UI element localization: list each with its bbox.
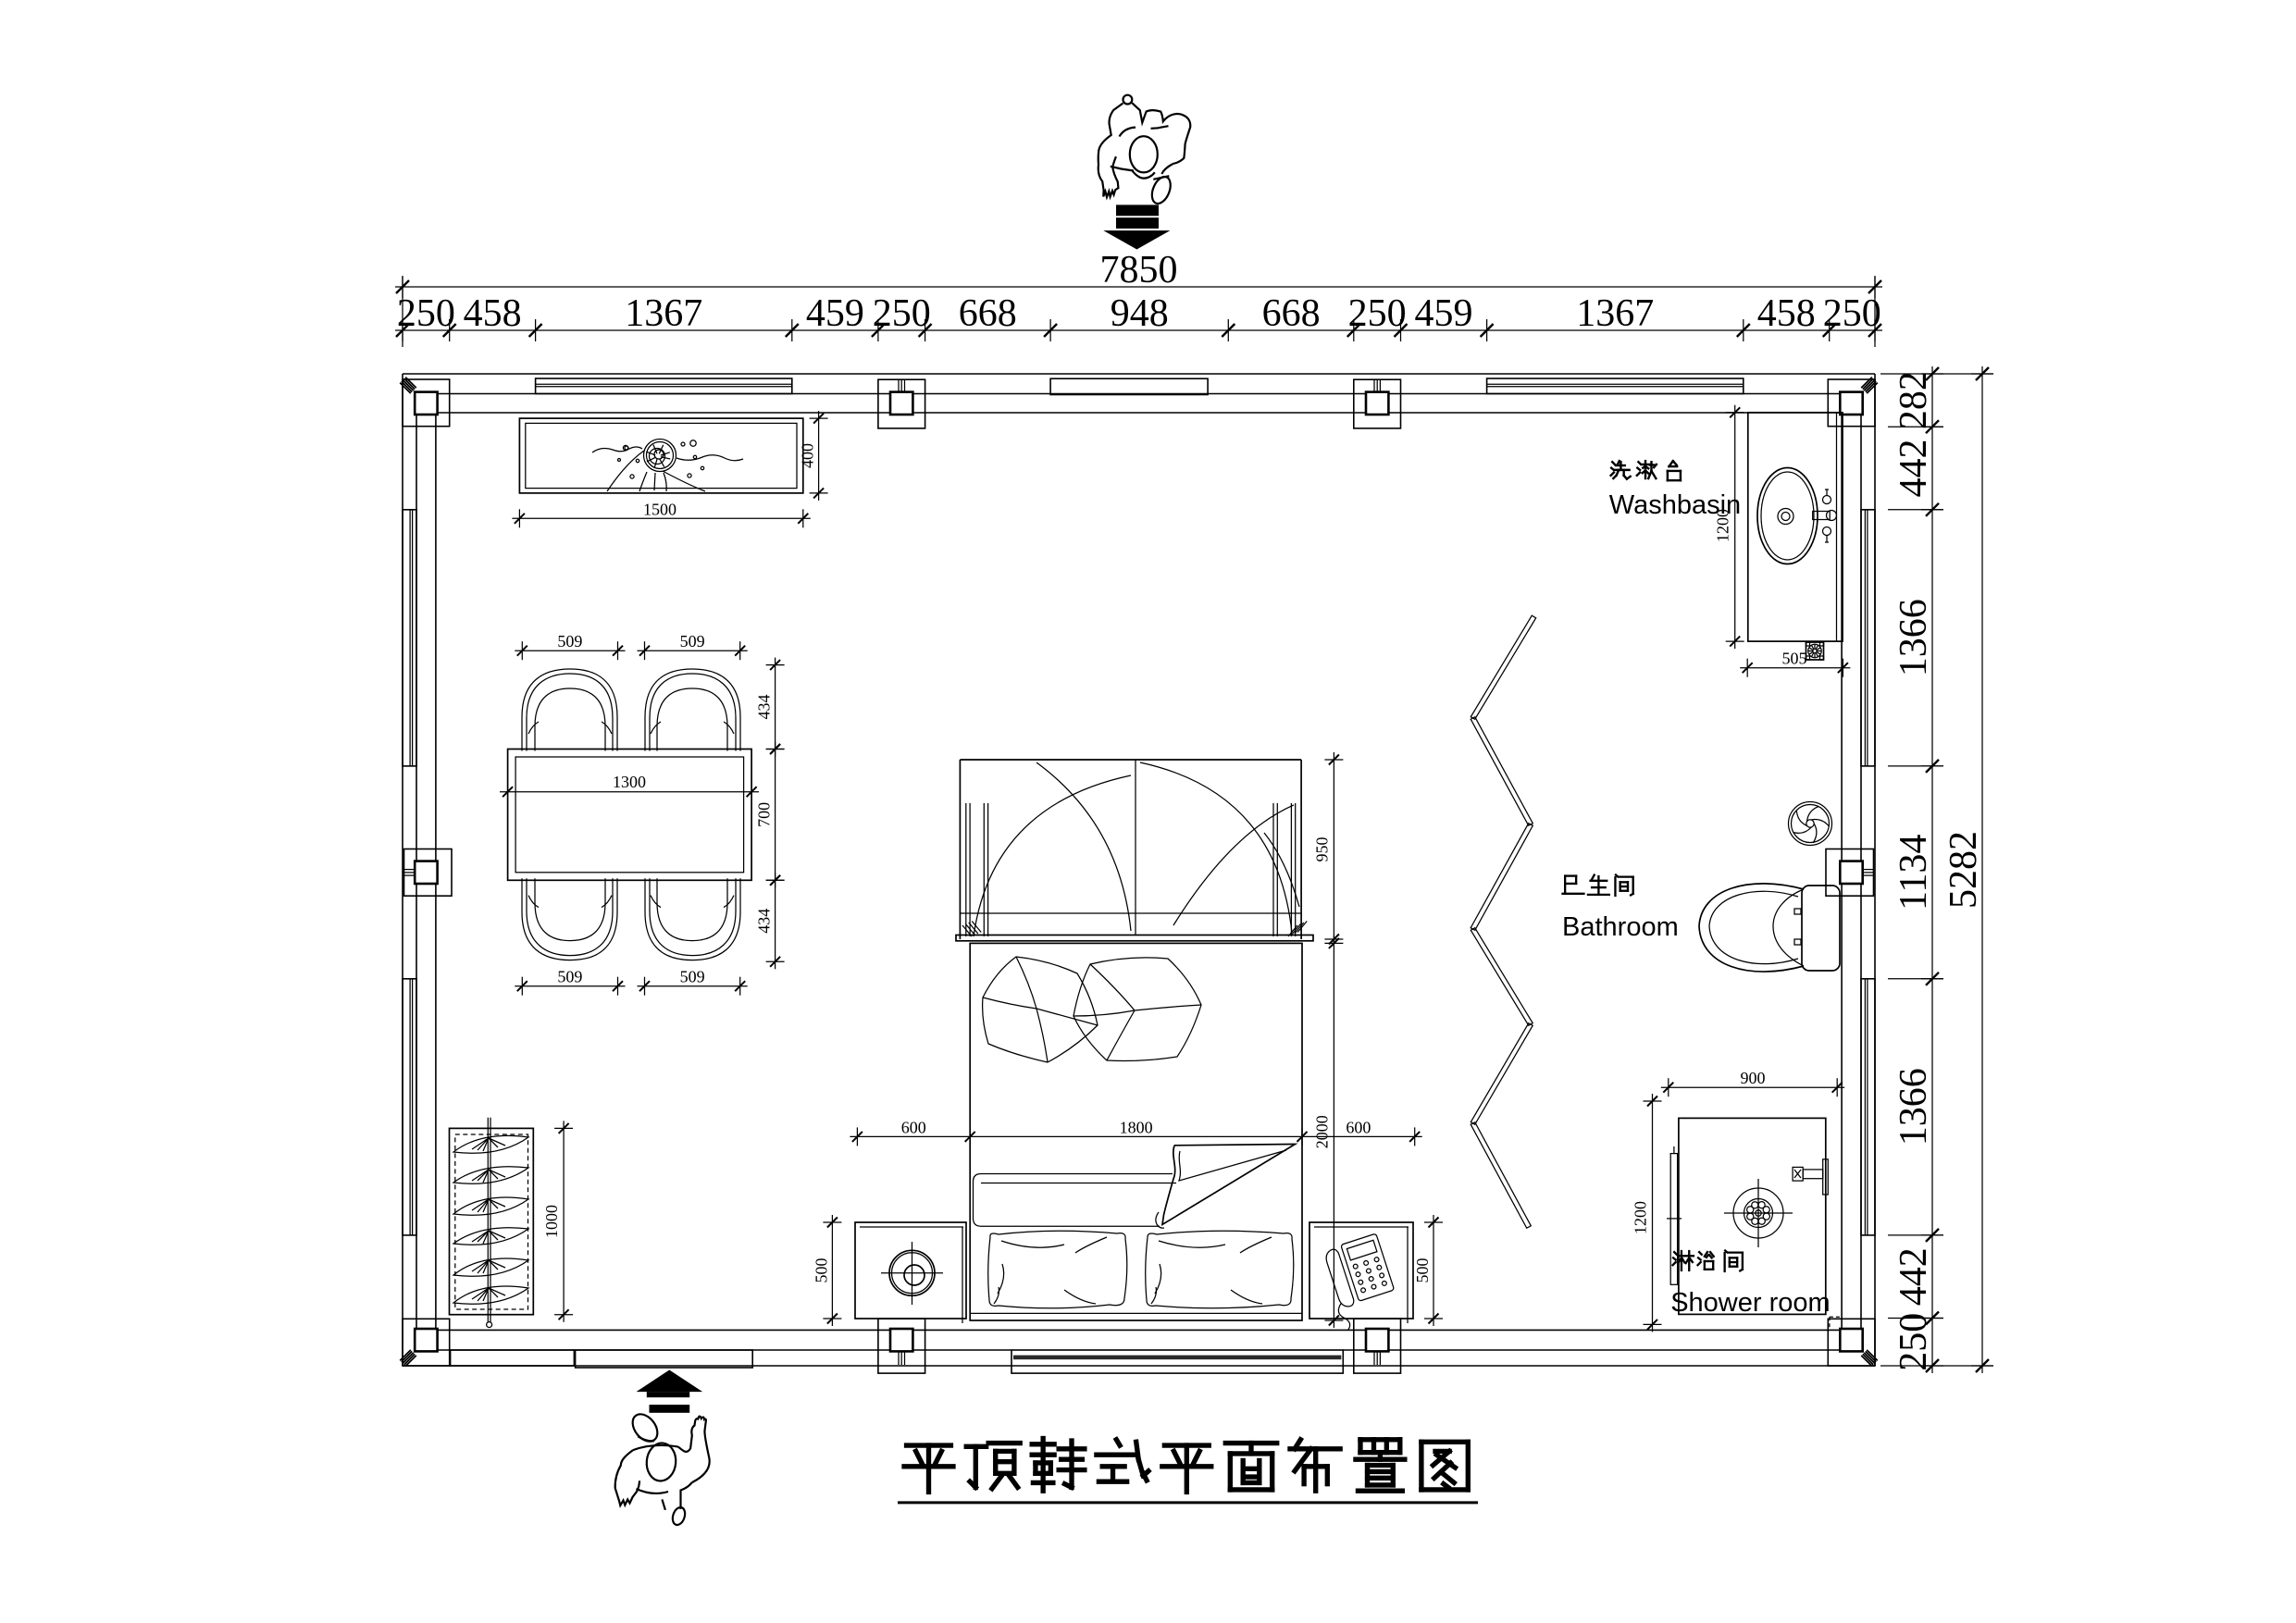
svg-text:250: 250 bbox=[1348, 292, 1407, 335]
svg-text:250: 250 bbox=[873, 292, 931, 335]
svg-text:442: 442 bbox=[1893, 440, 1935, 498]
svg-text:1300: 1300 bbox=[613, 773, 646, 791]
svg-text:400: 400 bbox=[799, 443, 817, 468]
svg-text:459: 459 bbox=[806, 292, 864, 335]
svg-text:250: 250 bbox=[1893, 1313, 1935, 1371]
svg-text:700: 700 bbox=[755, 802, 774, 827]
svg-text:1366: 1366 bbox=[1893, 1068, 1935, 1146]
svg-text:1500: 1500 bbox=[643, 500, 676, 518]
svg-text:509: 509 bbox=[680, 968, 705, 986]
svg-text:668: 668 bbox=[1262, 292, 1321, 335]
svg-text:Shower room: Shower room bbox=[1670, 1288, 1830, 1318]
svg-text:459: 459 bbox=[1415, 292, 1473, 335]
svg-text:1367: 1367 bbox=[625, 292, 702, 335]
svg-text:282: 282 bbox=[1893, 371, 1935, 429]
svg-text:250: 250 bbox=[397, 292, 455, 335]
svg-text:Bathroom: Bathroom bbox=[1562, 912, 1679, 942]
svg-text:500: 500 bbox=[1413, 1258, 1432, 1283]
svg-text:1200: 1200 bbox=[1632, 1201, 1650, 1234]
svg-text:434: 434 bbox=[755, 909, 774, 934]
svg-text:1800: 1800 bbox=[1120, 1118, 1153, 1136]
svg-text:2000: 2000 bbox=[1312, 1115, 1331, 1148]
svg-text:1367: 1367 bbox=[1576, 292, 1654, 335]
svg-text:600: 600 bbox=[901, 1118, 926, 1136]
svg-text:458: 458 bbox=[464, 292, 522, 335]
svg-text:509: 509 bbox=[557, 632, 582, 650]
svg-text:442: 442 bbox=[1893, 1247, 1935, 1306]
svg-text:668: 668 bbox=[959, 292, 1017, 335]
svg-text:7850: 7850 bbox=[1100, 249, 1178, 291]
svg-text:1134: 1134 bbox=[1893, 835, 1935, 911]
svg-text:900: 900 bbox=[1741, 1069, 1766, 1087]
svg-text:458: 458 bbox=[1757, 292, 1816, 335]
svg-text:1366: 1366 bbox=[1893, 599, 1935, 676]
svg-text:505: 505 bbox=[1782, 650, 1807, 668]
svg-text:950: 950 bbox=[1312, 837, 1331, 862]
svg-text:1200: 1200 bbox=[1714, 509, 1732, 542]
svg-text:Washbasin: Washbasin bbox=[1609, 490, 1741, 520]
svg-text:509: 509 bbox=[680, 632, 705, 650]
svg-text:948: 948 bbox=[1111, 292, 1169, 335]
svg-text:600: 600 bbox=[1346, 1118, 1371, 1136]
svg-text:509: 509 bbox=[557, 968, 582, 986]
svg-text:434: 434 bbox=[755, 695, 774, 720]
svg-text:250: 250 bbox=[1823, 292, 1881, 335]
svg-text:1000: 1000 bbox=[542, 1205, 561, 1238]
svg-text:5282: 5282 bbox=[1942, 831, 1985, 909]
svg-text:500: 500 bbox=[812, 1258, 830, 1283]
